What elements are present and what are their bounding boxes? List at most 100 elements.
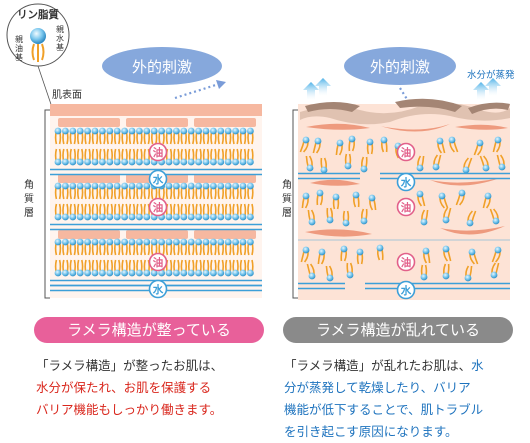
phospholipid	[91, 203, 99, 221]
phospholipid	[99, 203, 106, 221]
lipid-head	[106, 182, 114, 190]
phospholipid	[76, 238, 84, 256]
phospholipid	[143, 203, 151, 221]
lipid-head	[165, 269, 173, 277]
lipid-head	[173, 238, 180, 246]
phospholipid	[195, 238, 203, 256]
phospholipid	[342, 210, 350, 227]
phospholipid	[247, 259, 254, 277]
phospholipid	[143, 259, 151, 277]
lipid-head	[232, 158, 240, 166]
left-stimulus-text: 外的刺激	[132, 58, 192, 76]
healthy-desc-line2: 水分が保たれ、お肌を保護する	[36, 380, 212, 395]
left-water-marker-text: 水	[152, 173, 164, 186]
phospholipid	[84, 182, 91, 200]
disrupted-desc-line1: 「ラメラ構造」が乱れたお肌は、水	[284, 355, 524, 377]
lipid-head	[62, 213, 69, 221]
phospholipid	[489, 208, 500, 225]
lipid-head	[422, 247, 430, 255]
lipid-head	[306, 164, 314, 172]
phospholipid	[84, 238, 91, 256]
phospholipid	[305, 155, 314, 172]
lipid-head	[416, 164, 424, 172]
phospholipid	[99, 148, 106, 166]
right-corneocyte-fragment	[306, 123, 370, 130]
lipid-head	[128, 269, 136, 277]
phospholipid	[91, 148, 99, 166]
phospholipid	[224, 127, 232, 145]
lipid-head	[217, 238, 225, 246]
left-water-marker-circle	[148, 279, 168, 299]
phospholipid	[232, 148, 240, 166]
phospholipid	[180, 148, 188, 166]
lipid-head	[232, 269, 240, 277]
left-layer-bracket: 角 質 層	[24, 109, 50, 299]
phospholipid	[187, 203, 195, 221]
phospholipid	[91, 127, 99, 145]
phospholipid	[320, 157, 328, 174]
phospholipid	[217, 203, 225, 221]
lipid-head	[476, 139, 484, 147]
phospholipid	[360, 156, 368, 173]
phospholipid	[69, 238, 77, 256]
lipid-head	[54, 269, 62, 277]
lipid-head	[69, 269, 77, 277]
lipid-head	[217, 213, 225, 221]
lipid-head	[62, 238, 69, 246]
lipid-head	[348, 135, 356, 143]
phospholipid	[195, 148, 203, 166]
lipid-head	[195, 213, 203, 221]
lipid-head	[54, 213, 62, 221]
phospholipid	[317, 248, 326, 265]
lipid-head	[442, 272, 450, 280]
lipid-head	[302, 246, 310, 254]
phospholipid	[224, 182, 232, 200]
phospholipid	[482, 192, 492, 209]
evaporation-arrow	[315, 78, 331, 96]
phospholipid	[187, 238, 195, 256]
phospholipid	[173, 182, 180, 200]
lipid-head	[436, 137, 444, 145]
left-skin-surface-label: 肌表面	[52, 88, 82, 101]
phospholipid	[490, 262, 500, 279]
lipid-head	[113, 269, 121, 277]
left-oil-marker-circle	[148, 142, 168, 162]
lipid-head	[99, 182, 106, 190]
phospholipid	[368, 194, 377, 211]
phospholipid	[76, 182, 84, 200]
lipid-head	[158, 269, 166, 277]
lipid-head	[165, 127, 173, 135]
lipid-head	[180, 182, 188, 190]
phospholipid	[113, 148, 121, 166]
phospholipid	[464, 265, 473, 282]
phospholipid	[247, 203, 254, 221]
legend-lipophilic: 親 油 基	[15, 34, 23, 62]
lipid-head	[320, 166, 328, 174]
lipid-head	[247, 213, 254, 221]
lipid-head	[224, 269, 232, 277]
healthy-caption-pill: ラメラ構造が整っている	[34, 317, 264, 343]
lipid-head	[360, 165, 368, 173]
lipid-head	[202, 213, 210, 221]
lipid-head	[128, 238, 136, 246]
phospholipid	[128, 238, 136, 256]
lipid-head	[91, 269, 99, 277]
phospholipid	[448, 136, 459, 153]
lipid-head	[432, 163, 440, 171]
lipid-head	[224, 182, 232, 190]
phospholipid	[217, 259, 225, 277]
lipid-head	[180, 158, 188, 166]
phospholipid	[340, 245, 348, 262]
lipid-head	[76, 238, 84, 246]
phospholipid	[195, 203, 203, 221]
lipid-head	[492, 217, 500, 225]
lipid-head	[366, 138, 374, 146]
lipid-head	[136, 127, 143, 135]
phospholipid	[113, 259, 121, 277]
phospholipid-legend: リン脂質 親 水 基 親 油 基	[6, 3, 70, 126]
evaporation-arrow	[303, 82, 319, 100]
phospholipid	[143, 127, 151, 145]
phospholipid	[202, 182, 210, 200]
phospholipid	[348, 135, 356, 152]
